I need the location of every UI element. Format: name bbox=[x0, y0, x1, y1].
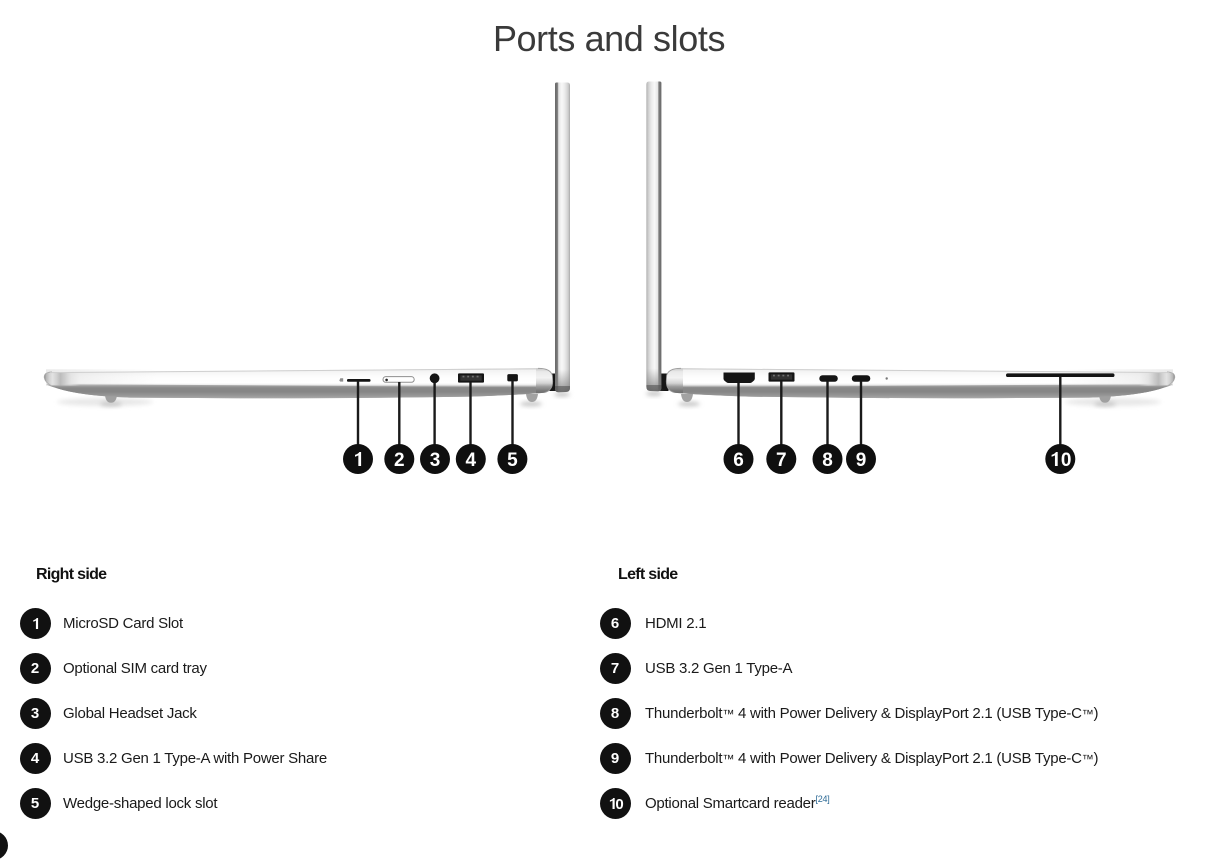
svg-text:2: 2 bbox=[394, 450, 405, 471]
svg-text:6: 6 bbox=[733, 450, 744, 471]
svg-text:9: 9 bbox=[856, 450, 867, 471]
svg-text:8: 8 bbox=[822, 450, 833, 471]
svg-text:4: 4 bbox=[466, 450, 477, 471]
svg-text:7: 7 bbox=[776, 450, 787, 471]
svg-text:0: 0 bbox=[1061, 450, 1072, 471]
svg-text:0: 0 bbox=[615, 796, 623, 813]
svg-text:5: 5 bbox=[507, 450, 518, 471]
svg-text:3: 3 bbox=[430, 450, 441, 471]
